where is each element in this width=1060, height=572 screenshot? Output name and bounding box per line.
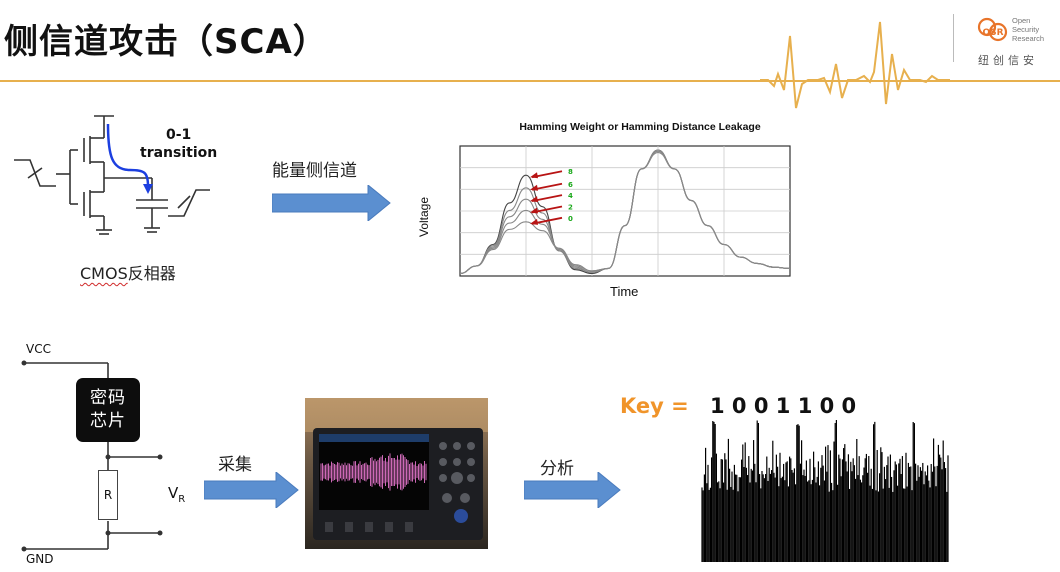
header-divider-line [0, 80, 1060, 82]
logo-wordmark: Open Security Research [1012, 16, 1044, 43]
logo-mark-text: OSR [982, 28, 1003, 38]
logo-company-name: 纽创信安 [978, 54, 1038, 67]
key-label: Key = [620, 394, 689, 418]
header-heartbeat-waveform [760, 21, 950, 109]
osr-logo-mark: OSR [977, 17, 1008, 42]
arrow-right-icon [204, 472, 299, 508]
hamming-leakage-chart: 8 6 4 2 0 [459, 145, 791, 277]
cmos-label-rest: 反相器 [127, 264, 176, 283]
arrow-right-icon [272, 185, 391, 221]
power-measurement-circuit [21, 360, 163, 552]
cmos-abbr: CMOS [80, 264, 128, 283]
arrow-right-icon [524, 472, 621, 508]
logo-divider [953, 14, 954, 62]
logo-text-line: Security [1012, 25, 1040, 34]
cmos-inverter-schematic [14, 115, 210, 235]
vr-subscript: R [178, 494, 186, 505]
key-bits: 1 0 0 1 1 0 0 [710, 394, 857, 418]
chart-annotation-label: 6 [568, 181, 573, 189]
logo-text-line: Open [1012, 16, 1031, 25]
slide-title: 侧信道攻击（SCA） [4, 22, 328, 62]
transition-line1: 0-1 [165, 127, 192, 143]
current-flow-arrow [106, 123, 150, 187]
chart-annotation-label: 4 [568, 192, 573, 200]
resistor: R [98, 470, 118, 520]
power-side-channel-label: 能量侧信道 [272, 161, 357, 181]
chart-y-axis-label: Voltage [417, 196, 432, 238]
chart-annotation-arrowhead [530, 196, 538, 203]
chart-annotation-label: 2 [568, 203, 573, 211]
chart-annotation-label: 0 [568, 215, 573, 223]
current-arrowhead [143, 184, 153, 194]
vcc-label: VCC [26, 342, 51, 356]
transition-line2: transition [140, 145, 218, 161]
logo-text-line: Research [1012, 34, 1045, 43]
power-trace-waveform [701, 420, 949, 562]
chart-annotation-arrowhead [530, 172, 538, 179]
chart-x-axis-label: Time [610, 284, 639, 299]
chip-label-line1: 密码 [90, 388, 126, 408]
chart-annotation-arrowhead [530, 207, 538, 214]
analyze-label: 分析 [540, 459, 574, 479]
chart-title: Hamming Weight or Hamming Distance Leaka… [519, 121, 761, 133]
chart-annotations: 8 6 4 2 0 [530, 168, 573, 225]
cmos-inverter-label: CMOS反相器 [80, 260, 176, 284]
chart-series-line [459, 151, 791, 275]
vr-main: V [168, 484, 179, 502]
chart-series-lines [459, 149, 791, 275]
transition-label: 0-1 transition [140, 126, 217, 162]
oscilloscope-photo [305, 398, 488, 549]
collect-label: 采集 [218, 455, 252, 475]
chart-annotation-label: 8 [568, 168, 573, 176]
oscilloscope-waveform [320, 453, 427, 491]
chart-annotation-arrowhead [530, 218, 538, 225]
crypto-chip: 密码 芯片 [76, 378, 140, 442]
chip-label-line2: 芯片 [90, 411, 126, 431]
gnd-label: GND [26, 552, 54, 566]
vr-label: VR [168, 484, 185, 505]
chart-annotation-arrowhead [530, 184, 538, 191]
